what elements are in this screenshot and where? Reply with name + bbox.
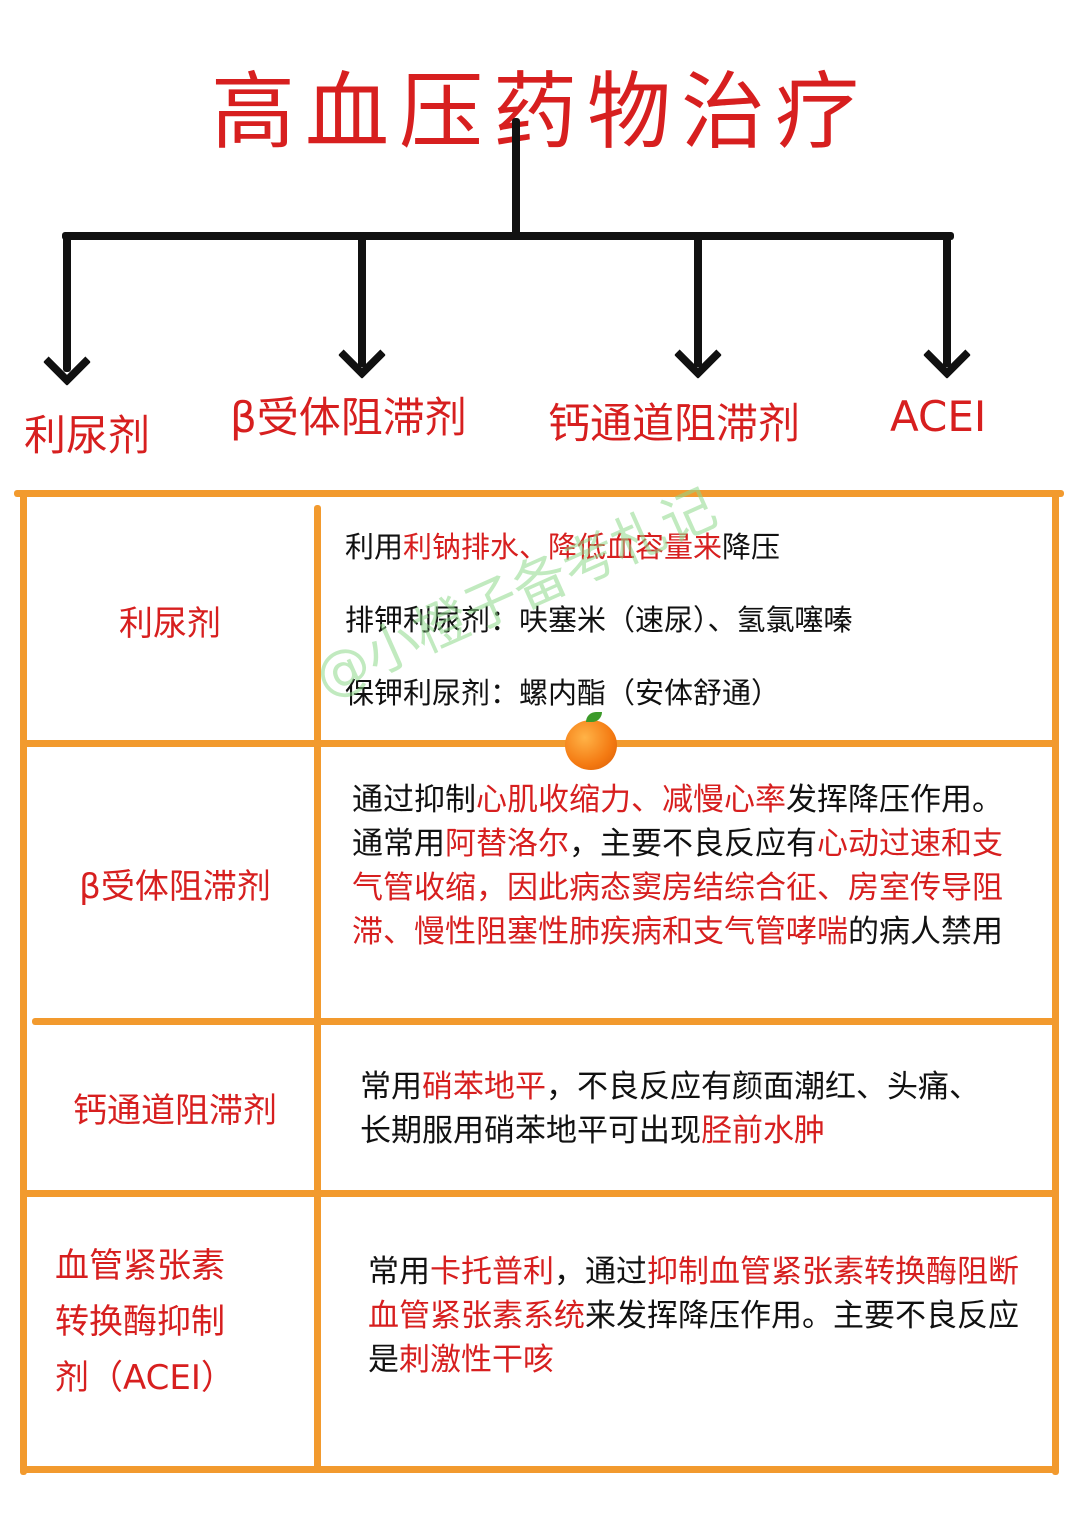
arrow-down-icon bbox=[922, 330, 972, 380]
branch-label-beta-blockers: β受体阻滞剂 bbox=[230, 393, 467, 442]
table-border-top bbox=[14, 490, 1064, 497]
branch-label-acei: ACEI bbox=[890, 392, 987, 441]
table-column-divider bbox=[314, 505, 321, 1470]
label-line: 剂（ACEI） bbox=[55, 1358, 235, 1398]
table-border-right bbox=[1052, 490, 1059, 1475]
row-desc-ccb: 常用硝苯地平，不良反应有颜面潮红、头痛、长期服用硝苯地平可出现胫前水肿 bbox=[360, 1069, 980, 1149]
desc-line: 排钾利尿剂：呋塞米（速尿）、氢氯噻嗪 bbox=[345, 603, 853, 637]
desc-line: 保钾利尿剂：螺内酯（安体舒通） bbox=[345, 676, 781, 710]
row-label-ccb: 钙通道阻滞剂 bbox=[73, 1091, 277, 1131]
row-desc-beta-blockers: 通过抑制心肌收缩力、减慢心率发挥降压作用。通常用阿替洛尔，主要不良反应有心动过速… bbox=[352, 782, 1003, 950]
page-title: 高血压药物治疗 bbox=[210, 63, 869, 161]
row-divider-3 bbox=[22, 1190, 1058, 1197]
branch-line-2 bbox=[358, 232, 366, 367]
label-line: 转换酶抑制 bbox=[55, 1302, 225, 1342]
row-divider-1 bbox=[22, 740, 1058, 747]
orange-icon bbox=[565, 720, 617, 770]
branch-line-4 bbox=[943, 232, 951, 367]
branch-label-diuretics: 利尿剂 bbox=[24, 411, 151, 460]
row-divider-2 bbox=[32, 1018, 1058, 1025]
table-border-left bbox=[20, 490, 27, 1475]
branch-line-3 bbox=[694, 232, 702, 367]
label-line: 血管紧张素 bbox=[55, 1246, 225, 1286]
row-label-diuretics: 利尿剂 bbox=[119, 603, 221, 644]
arrow-down-icon bbox=[673, 330, 723, 380]
row-desc-acei: 常用卡托普利，通过抑制血管紧张素转换酶阻断血管紧张素系统来发挥降压作用。主要不良… bbox=[368, 1254, 1019, 1378]
arrow-down-icon bbox=[42, 337, 92, 387]
table-border-bottom bbox=[22, 1466, 1058, 1473]
leaf-icon bbox=[586, 712, 602, 722]
horizontal-bar bbox=[62, 232, 954, 240]
trunk-line bbox=[512, 118, 520, 238]
desc-line: 利用利钠排水、降低血容量来降压 bbox=[345, 530, 781, 564]
row-label-acei: 血管紧张素 转换酶抑制 剂（ACEI） bbox=[55, 1238, 305, 1406]
arrow-down-icon bbox=[337, 330, 387, 380]
branch-label-ccb: 钙通道阻滞剂 bbox=[548, 399, 801, 448]
branch-line-1 bbox=[63, 232, 71, 372]
row-desc-diuretics: 利用利钠排水、降低血容量来降压 排钾利尿剂：呋塞米（速尿）、氢氯噻嗪 保钾利尿剂… bbox=[345, 525, 1045, 744]
row-label-beta-blockers: β受体阻滞剂 bbox=[79, 866, 271, 907]
